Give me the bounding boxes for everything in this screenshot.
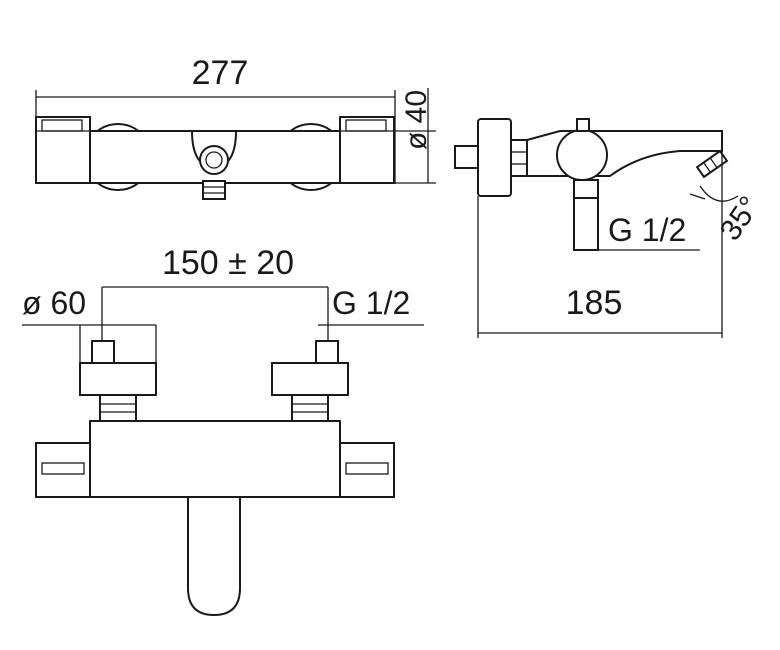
front-center-label: 150 ± 20 (162, 244, 294, 282)
front-thread-label: G 1/2 (332, 285, 410, 321)
side-depth-label: 185 (566, 284, 623, 322)
front-left-end-cap (35, 442, 91, 498)
front-left-cap-detail (41, 462, 85, 475)
side-wall-plate (477, 118, 512, 197)
side-knob-top (576, 118, 590, 132)
top-aerator-inner (205, 151, 223, 169)
top-outlet-connector (202, 180, 226, 200)
top-right-end-cap (339, 116, 395, 184)
front-main-body (89, 420, 341, 498)
front-inlet-diameter-label: ø 60 (22, 285, 86, 321)
front-right-end-cap (339, 442, 395, 498)
front-right-cap-detail (345, 462, 389, 475)
front-spout (187, 496, 241, 617)
top-right-cap-detail (345, 119, 387, 132)
side-view: 35° G 1/2 185 (454, 118, 767, 338)
side-wall-pin (454, 145, 480, 169)
front-view: 150 ± 20 ø 60 G 1/2 (22, 244, 424, 617)
side-outlet-pipe (573, 197, 599, 251)
top-diameter-label: ø 40 (400, 90, 433, 150)
front-right-inlet-flange (271, 362, 349, 396)
top-left-end-cap (35, 116, 91, 184)
side-spout-head (695, 149, 729, 179)
side-knob (556, 129, 608, 181)
side-nut (510, 139, 528, 177)
top-view: 277 ø 40 (35, 54, 436, 200)
front-left-inlet-pipe (91, 340, 115, 364)
front-right-inlet-pipe (315, 340, 339, 364)
front-left-inlet-nut (99, 394, 137, 422)
top-width-label: 277 (192, 54, 249, 92)
side-angle-arc (699, 185, 739, 202)
front-right-inlet-nut (291, 394, 329, 422)
side-thread-label: G 1/2 (608, 212, 686, 248)
top-aerator-ring (199, 145, 229, 175)
top-left-cap-detail (41, 119, 83, 132)
side-outlet-connector (573, 179, 599, 199)
front-left-inlet-flange (79, 362, 157, 396)
